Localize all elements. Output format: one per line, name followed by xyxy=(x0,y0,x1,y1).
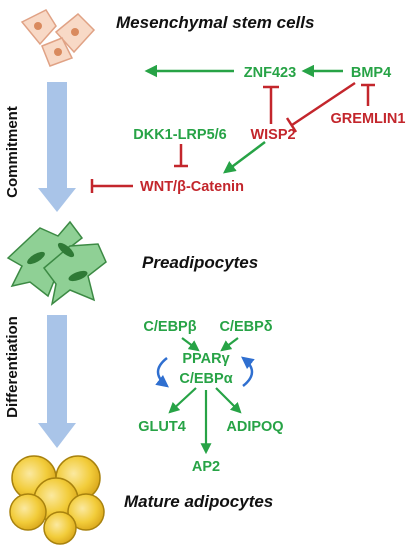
cebpd-node: C/EBPδ xyxy=(219,319,272,335)
cebpb-node: C/EBPβ xyxy=(143,319,196,335)
pparg-node: PPARγ xyxy=(182,351,229,367)
commitment-label: Commitment xyxy=(4,106,21,198)
wnt-beta-catenin-node: WNT/β-Catenin xyxy=(140,179,244,195)
bmp4-node: BMP4 xyxy=(351,65,391,81)
wisp2-to-wnt-arrow xyxy=(223,141,266,174)
cebpd-to-pparg-arrow xyxy=(220,337,239,352)
msc-stage-label: Mesenchymal stem cells xyxy=(116,13,314,32)
glut4-node: GLUT4 xyxy=(138,419,186,435)
gremlin1-node: GREMLIN1 xyxy=(331,111,406,127)
differentiation-stage-arrow xyxy=(38,315,76,448)
ap2-node: AP2 xyxy=(192,459,220,475)
preadipocyte-icon xyxy=(6,220,107,306)
cebpa-node: C/EBPα xyxy=(179,371,232,387)
mature-stage-label: Mature adipocytes xyxy=(124,492,273,511)
pparg-to-cebpa-loop-arrow xyxy=(155,357,169,388)
wisp2-node: WISP2 xyxy=(250,127,295,143)
adipoq-node: ADIPOQ xyxy=(226,419,283,435)
gremlin1-inhibits-bmp4 xyxy=(361,83,375,106)
wnt-inhibits-commitment xyxy=(90,179,133,193)
preadipocyte-stage-label: Preadipocytes xyxy=(142,253,258,272)
commitment-stage-arrow xyxy=(38,82,76,212)
adipocyte-icon xyxy=(9,455,105,545)
cebpb-to-pparg-arrow xyxy=(181,337,200,352)
dkk1-inhibits-wnt xyxy=(174,144,188,168)
differentiation-label: Differentiation xyxy=(4,316,21,418)
stem-cell-icon xyxy=(20,9,96,67)
bmp4-inhibits-wisp2 xyxy=(285,81,356,133)
cebpa-to-pparg-loop-arrow xyxy=(241,356,255,387)
wisp2-inhibits-znf423 xyxy=(263,85,279,124)
to-adipoq-arrow xyxy=(215,387,242,414)
dkk1-lrp5-6-node: DKK1-LRP5/6 xyxy=(133,127,226,143)
znf423-node: ZNF423 xyxy=(244,65,296,81)
to-glut4-arrow xyxy=(168,387,197,414)
